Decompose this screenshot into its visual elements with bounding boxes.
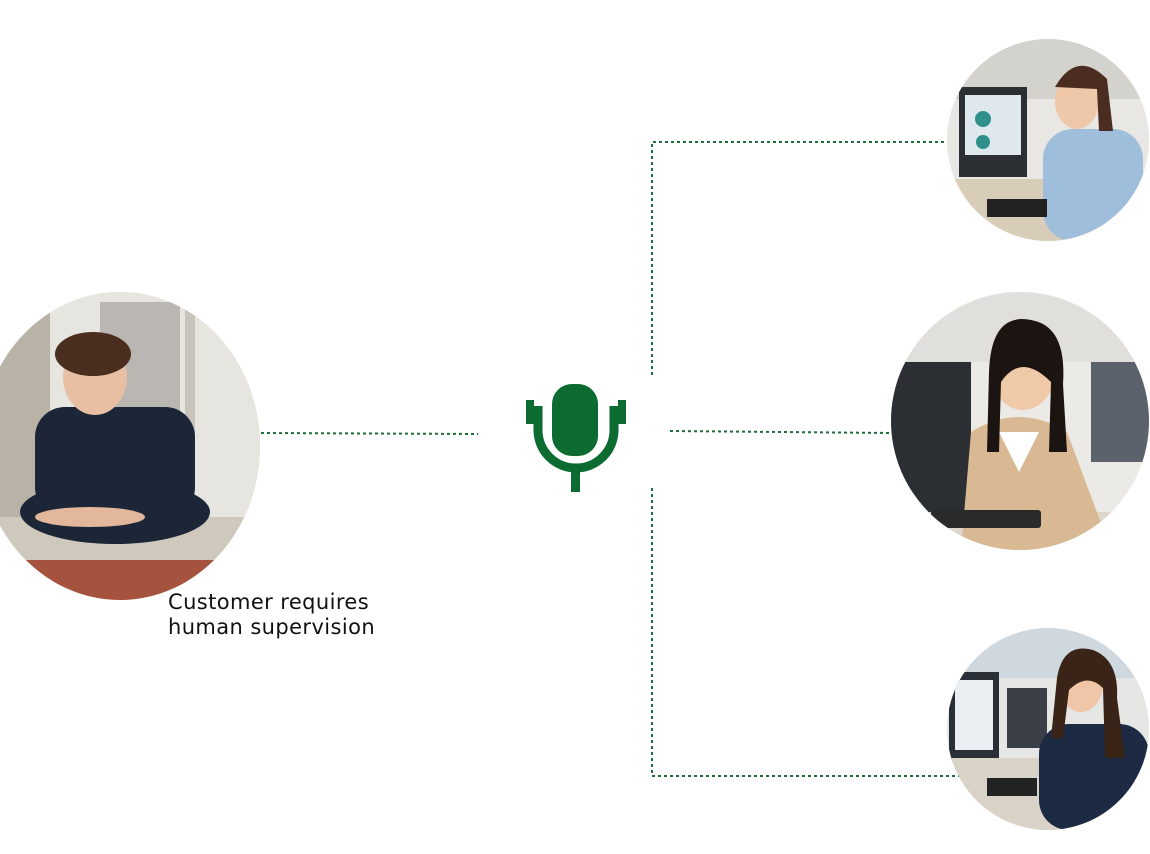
customer-photo bbox=[0, 292, 260, 600]
agent-photo-middle bbox=[891, 292, 1149, 550]
caption-line-1: Customer requires bbox=[168, 590, 370, 614]
customer-caption: Customer requires human supervision bbox=[168, 590, 468, 640]
agent-photo-top bbox=[947, 39, 1149, 241]
microphone-icon bbox=[526, 384, 626, 492]
connector-customer-to-mic bbox=[260, 432, 479, 435]
agent-photo-bottom bbox=[947, 628, 1149, 830]
connector-mic-to-agent-middle bbox=[669, 430, 892, 434]
caption-line-2: human supervision bbox=[168, 615, 376, 639]
connector-to-agent-top bbox=[651, 141, 947, 375]
connector-to-agent-bottom bbox=[651, 488, 960, 777]
